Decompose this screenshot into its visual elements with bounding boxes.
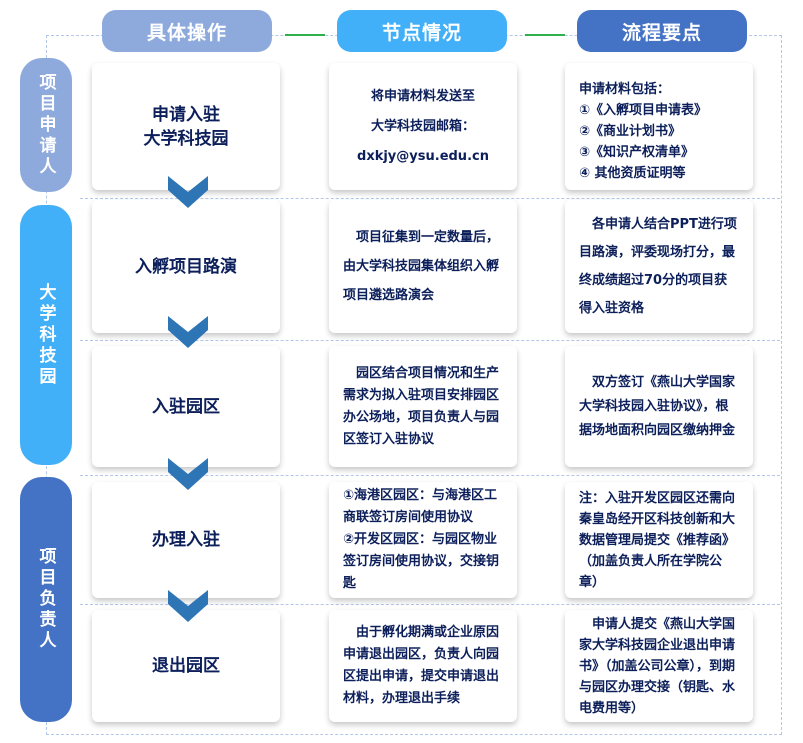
row-divider xyxy=(80,340,780,341)
node-exit: 由于孵化期满或企业原因申请退出园区，负责人向园区提出申请，提交申请退出材料，办理… xyxy=(329,610,517,722)
header-actions: 具体操作 xyxy=(102,10,272,52)
row-divider xyxy=(80,475,780,476)
chevron-down-icon xyxy=(168,176,208,208)
side-science-park: 大学科技园 xyxy=(20,205,72,465)
action-exit: 退出园区 xyxy=(92,610,280,722)
action-enter: 入驻园区 xyxy=(92,346,280,467)
side-label: 项目申请人 xyxy=(35,72,56,178)
row-divider xyxy=(80,604,780,605)
point-enter: 双方签订《燕山大学国家大学科技园入驻协议》，根据场地面积向园区缴纳押金 xyxy=(565,346,753,467)
side-label: 大学科技园 xyxy=(35,282,56,388)
row-divider xyxy=(80,198,780,199)
chevron-down-icon xyxy=(168,458,208,490)
node-apply: 将申请材料发送至 大学科技园邮箱： dxkjy@ysu.edu.cn xyxy=(329,63,517,190)
header-node: 节点情况 xyxy=(337,10,507,52)
node-enter: 园区结合项目情况和生产需求为拟入驻项目安排园区办公场地，项目负责人与园区签订入驻… xyxy=(329,346,517,467)
chevron-down-icon xyxy=(168,316,208,348)
point-apply: 申请材料包括： ①《入孵项目申请表》 ②《商业计划书》 ③《知识产权清单》 ④ … xyxy=(565,63,753,190)
header-connector xyxy=(285,34,325,36)
side-applicant: 项目申请人 xyxy=(20,58,72,192)
node-roadshow: 项目征集到一定数量后，由大学科技园集体组织入孵项目遴选路演会 xyxy=(329,200,517,333)
action-apply: 申请入驻 大学科技园 xyxy=(92,63,280,190)
header-connector xyxy=(525,34,565,36)
point-handle: 注：入驻开发区园区还需向秦皇岛经开区科技创新和大数据管理局提交《推荐函》（加盖负… xyxy=(565,482,753,598)
chevron-down-icon xyxy=(168,590,208,622)
node-handle: ①海港区园区：与海港区工商联签订房间使用协议 ②开发区园区：与园区物业签订房间使… xyxy=(329,482,517,598)
point-roadshow: 各申请人结合PPT进行项目路演，评委现场打分，最终成绩超过70分的项目获得入驻资… xyxy=(565,200,753,333)
action-roadshow: 入孵项目路演 xyxy=(92,200,280,333)
action-handle: 办理入驻 xyxy=(92,482,280,598)
header-points: 流程要点 xyxy=(577,10,747,52)
side-label: 项目负责人 xyxy=(35,547,56,652)
point-exit: 申请人提交《燕山大学国家大学科技园企业退出申请书》（加盖公司公章），到期与园区办… xyxy=(565,610,753,722)
side-project-leader: 项目负责人 xyxy=(20,477,72,722)
